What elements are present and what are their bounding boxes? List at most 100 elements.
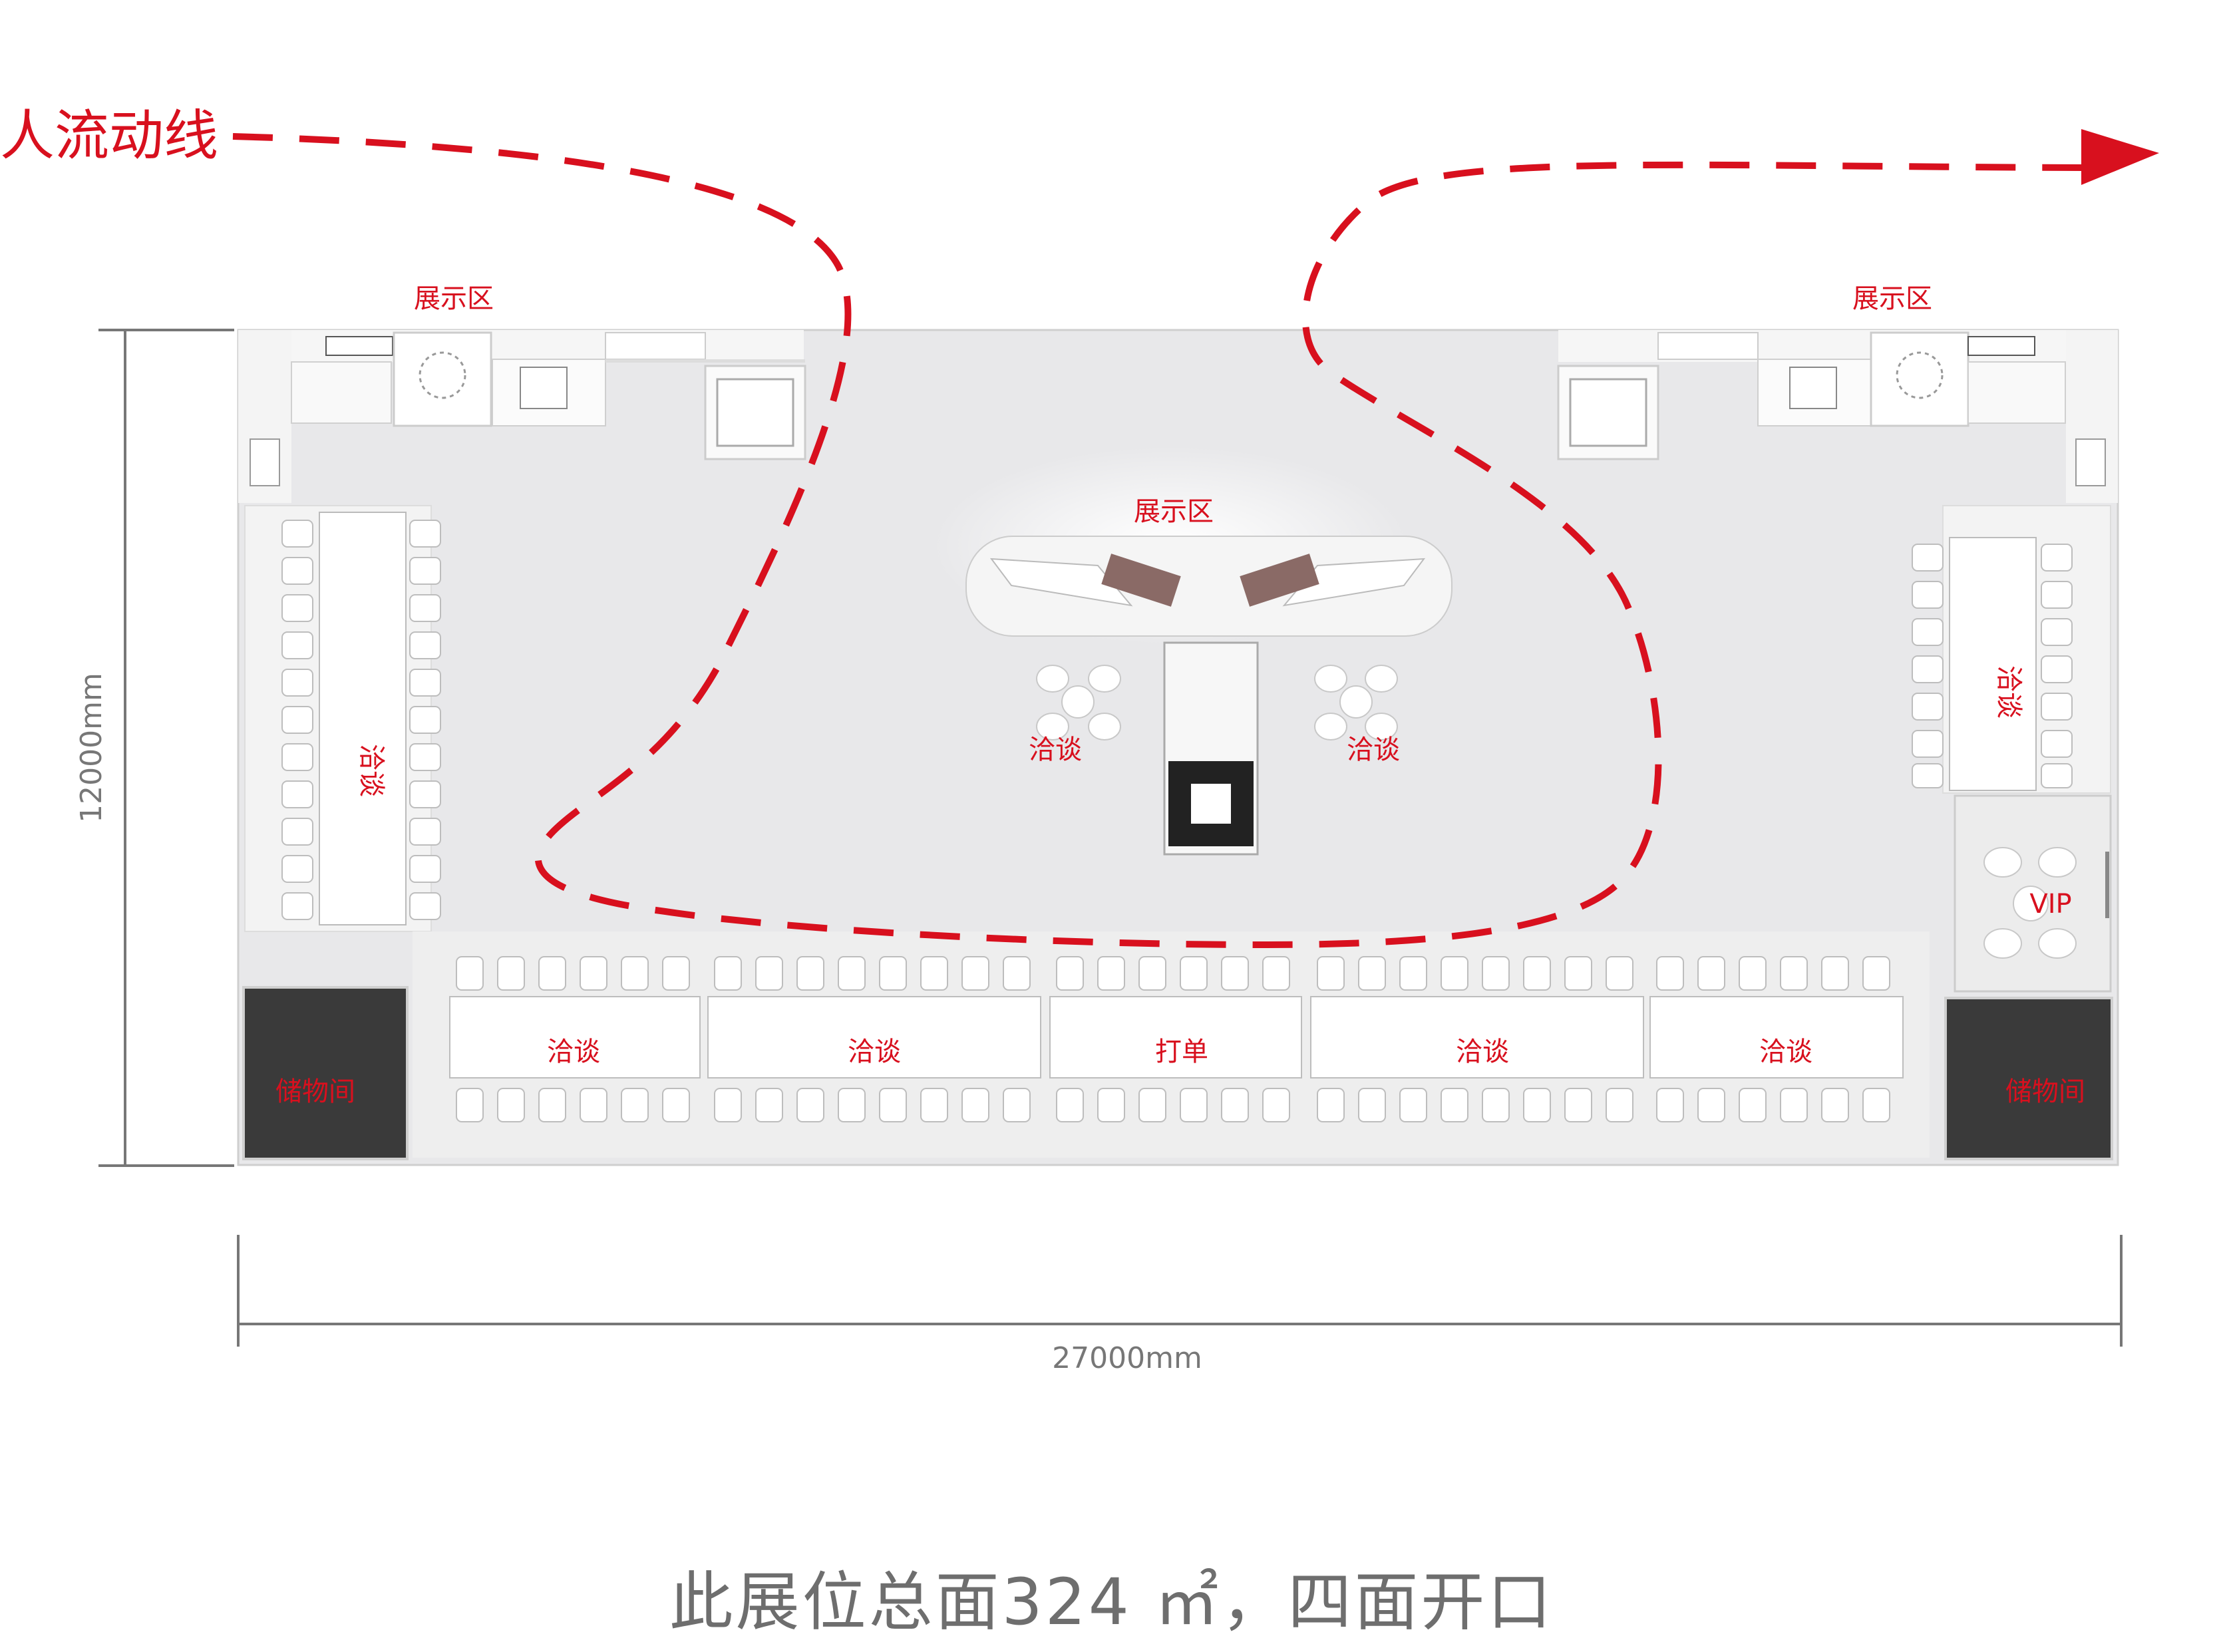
- height-dimension-label: 12000mm: [75, 673, 108, 823]
- zone-label-display-right: 展示区: [1852, 283, 1932, 314]
- product-stand-right: [1240, 554, 1319, 607]
- display-cabinet: [291, 361, 392, 424]
- chair: [879, 956, 907, 991]
- chair: [920, 956, 948, 991]
- display-shelf: [1657, 332, 1759, 360]
- chair: [497, 1088, 525, 1122]
- lounge-set-left: [1036, 665, 1121, 741]
- zone-label-bottom-4: 洽谈: [1456, 1037, 1509, 1067]
- chair: [961, 956, 989, 991]
- top-wall-left: [238, 330, 804, 362]
- chair: [580, 1088, 607, 1122]
- counter-wing-right: [1282, 558, 1426, 607]
- chair: [1262, 956, 1290, 991]
- chair: [1097, 1088, 1125, 1122]
- chair: [1262, 1088, 1290, 1122]
- chair: [755, 1088, 783, 1122]
- counter-wing-left: [989, 558, 1133, 607]
- zone-label-bottom-3: 打单: [1155, 1037, 1208, 1067]
- chair: [1523, 1088, 1551, 1122]
- chair: [1056, 956, 1084, 991]
- chair: [961, 1088, 989, 1122]
- zone-label-talk-left: 洽谈: [356, 744, 387, 797]
- chair: [1003, 1088, 1031, 1122]
- chair: [1317, 956, 1345, 991]
- chair: [879, 1088, 907, 1122]
- zone-label-storage-right: 储物间: [2005, 1076, 2085, 1107]
- bottom-chairs-bottom-row: [456, 1088, 1890, 1122]
- chair: [1656, 1088, 1684, 1122]
- chair: [838, 1088, 866, 1122]
- area-caption: 此展位总面324 ㎡，四面开口: [669, 1565, 1554, 1639]
- right-talk-table: [1949, 537, 2037, 791]
- chair: [1138, 1088, 1166, 1122]
- right-talk-chairs: [1912, 544, 2073, 788]
- display-pedestal: [1870, 331, 1969, 427]
- display-shelf: [1967, 336, 2035, 356]
- chair: [796, 956, 824, 991]
- chair: [1821, 1088, 1849, 1122]
- chair: [1697, 956, 1725, 991]
- left-talk-chairs: [281, 520, 441, 920]
- center-island: [932, 446, 1453, 856]
- chair: [1056, 1088, 1084, 1122]
- chair: [1739, 1088, 1767, 1122]
- display-box: [716, 378, 794, 447]
- chair: [714, 1088, 742, 1122]
- chair: [1399, 956, 1427, 991]
- wall-light: [250, 438, 280, 486]
- left-talk-table: [319, 512, 407, 925]
- chair: [538, 956, 566, 991]
- chair: [1180, 1088, 1208, 1122]
- wall-light: [2075, 438, 2106, 486]
- pedestal-ring: [1896, 351, 1944, 399]
- chair: [1221, 1088, 1249, 1122]
- display-shelf: [605, 332, 706, 360]
- chair: [1606, 1088, 1633, 1122]
- chair: [1862, 956, 1890, 991]
- chair: [1399, 1088, 1427, 1122]
- chair: [755, 956, 783, 991]
- chair: [1358, 956, 1386, 991]
- display-shelf: [325, 336, 393, 356]
- chair: [1697, 1088, 1725, 1122]
- zone-label-bottom-5: 洽谈: [1759, 1037, 1812, 1067]
- bottom-chairs-top-row: [456, 956, 1890, 991]
- storage-room-left: [242, 986, 409, 1160]
- chair: [1780, 956, 1808, 991]
- zone-label-storage-left: 储物间: [275, 1076, 355, 1107]
- zone-label-bottom-2: 洽谈: [848, 1037, 901, 1067]
- flow-arrow-head: [2081, 129, 2159, 185]
- chair: [1656, 956, 1684, 991]
- zone-label-display-left: 展示区: [414, 283, 494, 314]
- zone-label-talk-center-left: 洽谈: [1029, 735, 1082, 765]
- chair: [838, 956, 866, 991]
- chair: [1862, 1088, 1890, 1122]
- chair: [1564, 1088, 1592, 1122]
- product-stand-left: [1101, 554, 1181, 607]
- pedestal-ring: [419, 351, 466, 399]
- chair: [1739, 956, 1767, 991]
- chair: [1003, 956, 1031, 991]
- chair: [1780, 1088, 1808, 1122]
- chair: [1097, 956, 1125, 991]
- width-dimension: [237, 1235, 2123, 1347]
- width-dimension-label: 27000mm: [1052, 1341, 1202, 1375]
- display-cabinet: [605, 359, 805, 363]
- display-pedestal: [393, 331, 492, 427]
- zone-label-talk-right: 洽谈: [1993, 665, 2024, 719]
- chair: [796, 1088, 824, 1122]
- chair: [1358, 1088, 1386, 1122]
- display-frame: [1789, 367, 1837, 409]
- chair: [1564, 956, 1592, 991]
- display-frame: [520, 367, 568, 409]
- display-cabinet: [1967, 361, 2066, 424]
- chair: [497, 956, 525, 991]
- chair: [538, 1088, 566, 1122]
- chair: [621, 1088, 649, 1122]
- zone-label-vip: VIP: [2029, 889, 2071, 919]
- lounge-set-right: [1314, 665, 1398, 741]
- center-pillar-light: [1191, 784, 1231, 824]
- chair: [1606, 956, 1633, 991]
- chair: [1821, 956, 1849, 991]
